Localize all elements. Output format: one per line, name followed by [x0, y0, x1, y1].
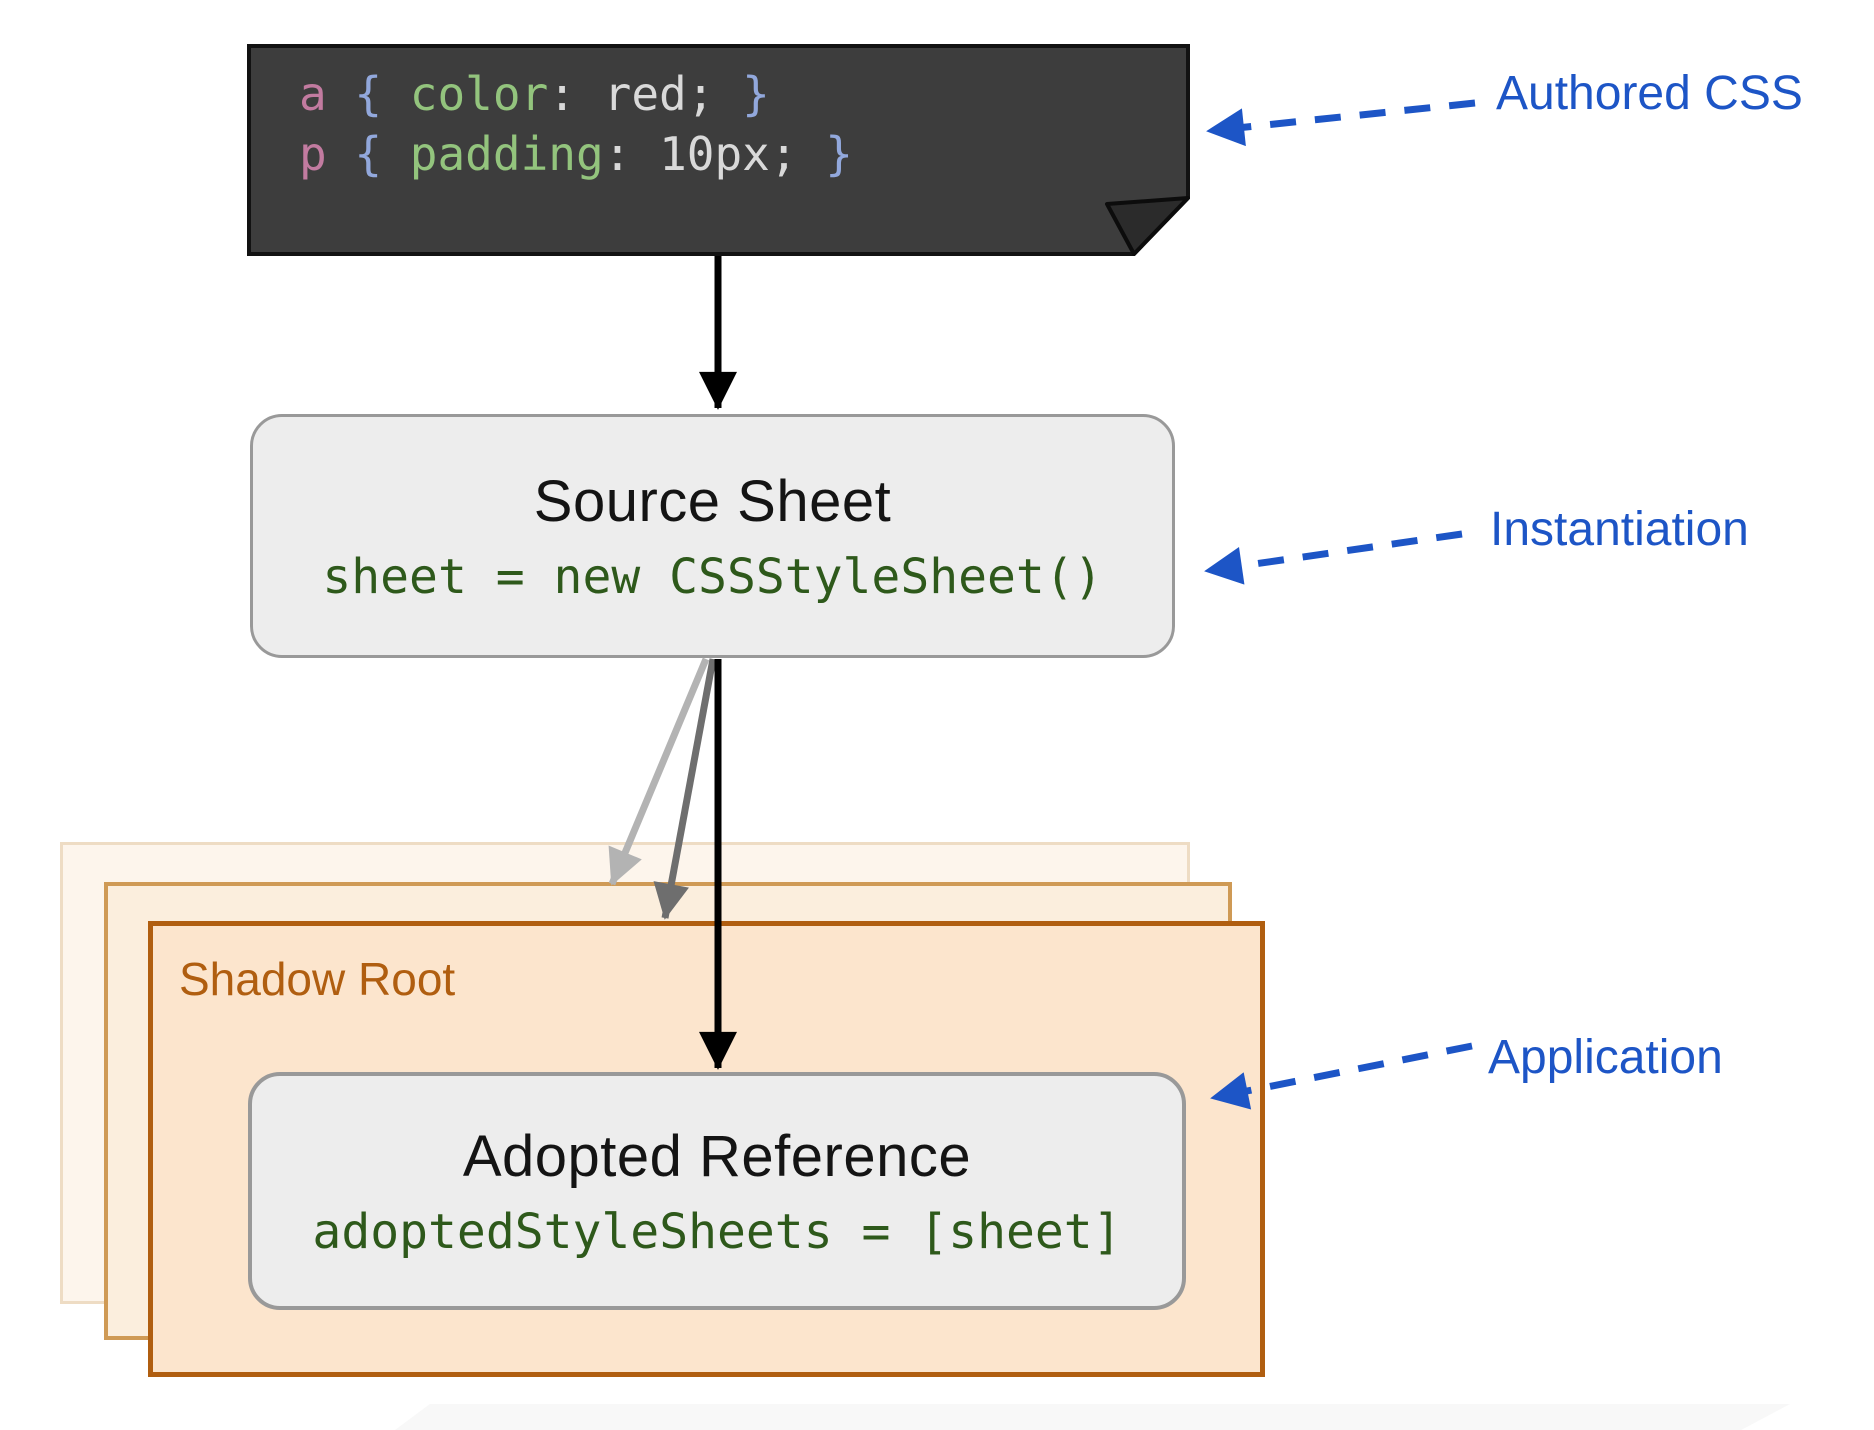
folded-corner-icon — [1105, 196, 1190, 256]
css-property: color — [409, 67, 549, 121]
css-selector: a — [299, 67, 327, 121]
authored-css-annotation: Authored CSS — [1496, 67, 1803, 120]
adopted-reference-title: Adopted Reference — [462, 1123, 972, 1189]
source-sheet-title: Source Sheet — [533, 468, 892, 534]
arrow-authored-css-annotation — [1206, 99, 1476, 147]
source-sheet-code: sheet = new CSSStyleSheet() — [322, 548, 1103, 605]
bottom-cropped-strip — [395, 1404, 1790, 1430]
css-selector: p — [299, 127, 327, 181]
code-line-2: p { padding: 10px; } — [299, 124, 853, 184]
css-brace: } — [797, 127, 853, 181]
instantiation-annotation: Instantiation — [1490, 503, 1749, 556]
code-document-shape — [247, 44, 1190, 256]
adopted-reference-box: Adopted Reference adoptedStyleSheets = [… — [248, 1072, 1186, 1310]
css-value: 10px; — [659, 127, 798, 181]
authored-css-code: a { color: red; } p { padding: 10px; } — [299, 64, 853, 184]
authored-css-code-block: a { color: red; } p { padding: 10px; } — [247, 44, 1190, 256]
css-colon: : — [603, 127, 660, 181]
application-annotation: Application — [1488, 1031, 1723, 1084]
source-sheet-box: Source Sheet sheet = new CSSStyleSheet() — [250, 414, 1175, 658]
css-brace: } — [714, 67, 770, 121]
code-line-1: a { color: red; } — [299, 64, 853, 124]
css-brace: { — [326, 127, 410, 181]
arrow-instantiation-annotation — [1204, 530, 1463, 585]
css-brace: { — [326, 67, 410, 121]
shadow-root-label: Shadow Root — [179, 953, 456, 1005]
css-colon: : — [548, 67, 604, 121]
adopted-reference-code: adoptedStyleSheets = [sheet] — [312, 1203, 1122, 1260]
css-value: red; — [603, 67, 715, 121]
css-property: padding — [409, 127, 604, 181]
